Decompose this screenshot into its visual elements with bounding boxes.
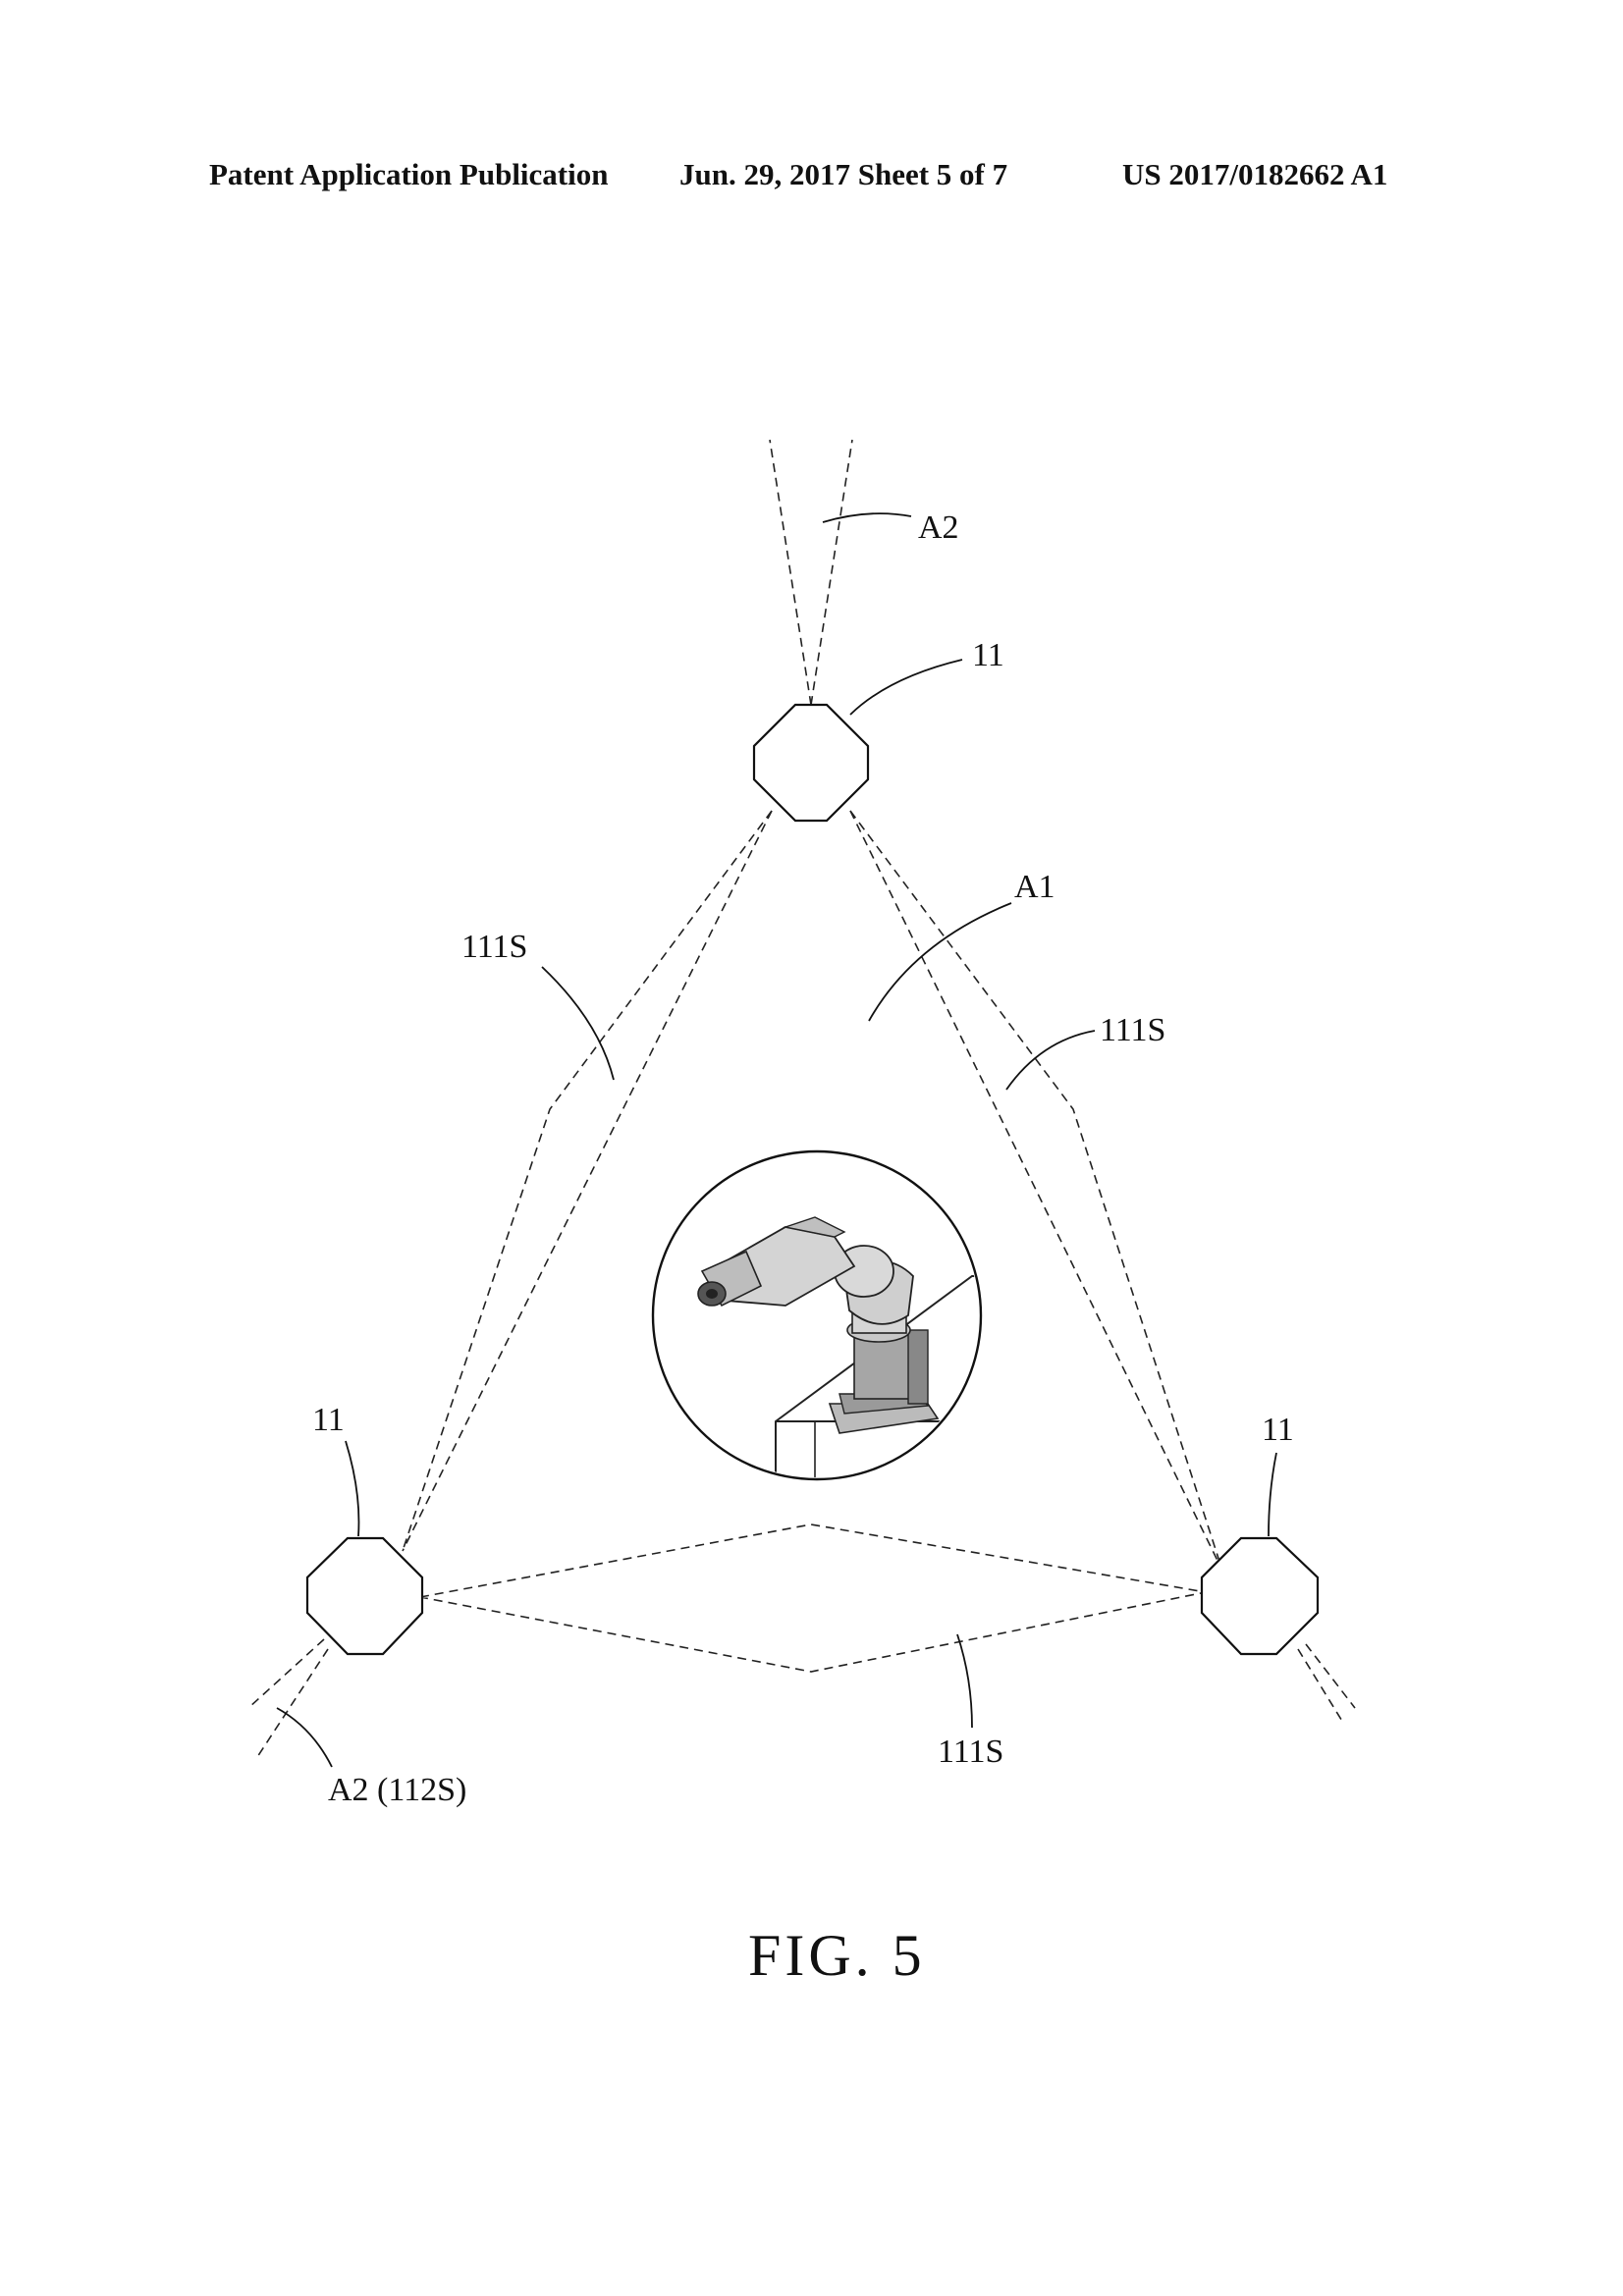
label-sensor-right: 11	[1262, 1412, 1294, 1448]
leader-a1	[869, 903, 1011, 1021]
a2-field-bottom-left	[248, 1639, 328, 1757]
leader-sensor-top	[850, 660, 962, 715]
label-a1: A1	[1014, 869, 1055, 905]
sensor-top-octagon	[754, 705, 868, 821]
figure-caption: FIG. 5	[748, 1923, 926, 1988]
a2-field-top	[770, 440, 852, 705]
leader-sensor-left	[346, 1441, 358, 1536]
label-a2-112s: A2 (112S)	[328, 1772, 466, 1808]
leader-111s-right	[1006, 1031, 1095, 1090]
robot-arm-illustration	[653, 1151, 992, 1492]
label-sensor-top: 11	[972, 637, 1004, 673]
label-111s-left: 111S	[461, 929, 527, 965]
leader-111s-bottom	[957, 1634, 972, 1728]
a2-field-bottom-right	[1298, 1644, 1355, 1723]
leader-sensor-right	[1269, 1453, 1276, 1536]
label-111s-right: 111S	[1100, 1012, 1165, 1048]
leader-a2-top	[823, 513, 911, 522]
leader-a2-bottom	[277, 1708, 332, 1767]
label-111s-bottom: 111S	[938, 1734, 1003, 1770]
label-sensor-left: 11	[312, 1402, 345, 1438]
sensing-field-bottom	[420, 1524, 1206, 1672]
label-a2-top: A2	[918, 509, 959, 546]
leader-111s-left	[542, 967, 614, 1080]
sensor-right-octagon	[1202, 1538, 1318, 1654]
sensor-left-octagon	[307, 1538, 422, 1654]
